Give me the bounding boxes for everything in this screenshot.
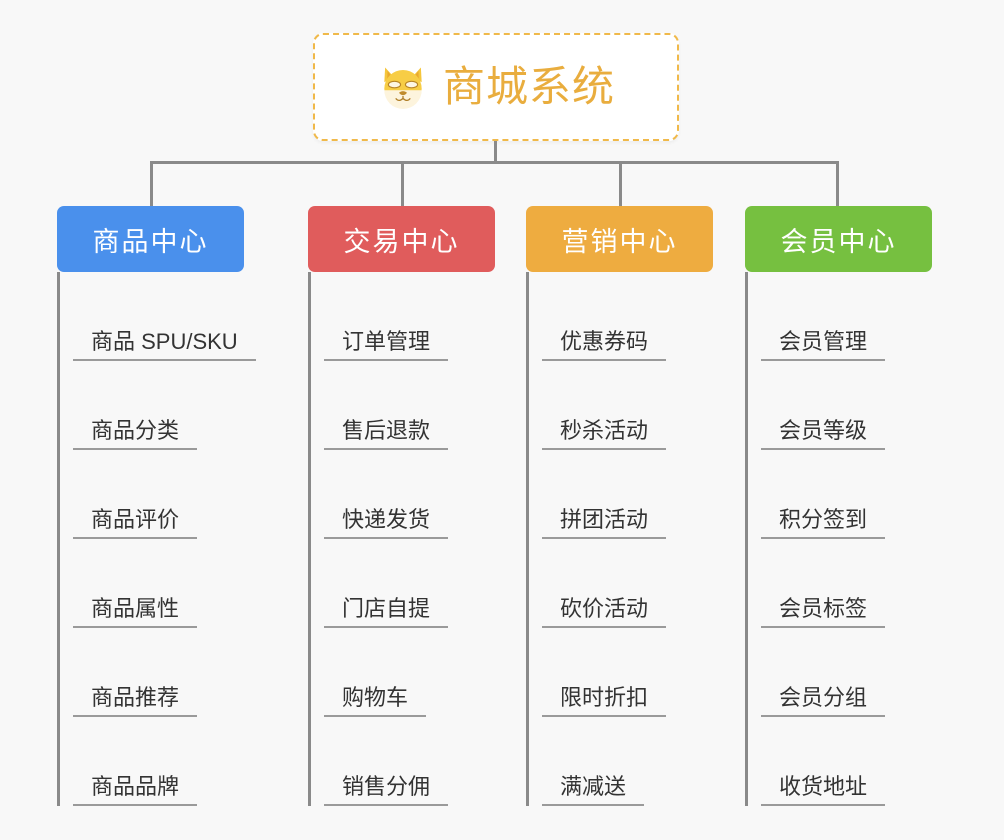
list-item-label: 会员管理 (761, 330, 886, 361)
list-item[interactable]: 门店自提 (324, 539, 495, 628)
branch-items-member-center: 会员管理 会员等级 积分签到 会员标签 会员分组 收货地址 (745, 272, 932, 806)
connector-drop-1 (150, 161, 153, 206)
list-item[interactable]: 会员分组 (761, 628, 932, 717)
list-item-label: 商品 SPU/SKU (73, 330, 256, 361)
list-item[interactable]: 订单管理 (324, 272, 495, 361)
list-item-label: 商品评价 (73, 508, 198, 539)
branch-header-product-center[interactable]: 商品中心 (57, 206, 244, 272)
list-item[interactable]: 商品评价 (73, 450, 244, 539)
list-item-label: 快递发货 (324, 508, 449, 539)
branch-column-member-center: 会员中心 会员管理 会员等级 积分签到 会员标签 会员分组 收货地址 (745, 206, 932, 806)
list-item[interactable]: 会员标签 (761, 539, 932, 628)
list-item-label: 商品品牌 (73, 775, 198, 806)
list-item-label: 订单管理 (324, 330, 449, 361)
list-item[interactable]: 商品 SPU/SKU (73, 272, 256, 361)
connector-bus (150, 161, 839, 164)
connector-drop-4 (836, 161, 839, 206)
list-item-label: 秒杀活动 (542, 419, 667, 450)
list-item-label: 销售分佣 (324, 775, 449, 806)
list-item[interactable]: 购物车 (324, 628, 495, 717)
list-item[interactable]: 优惠券码 (542, 272, 713, 361)
list-item-label: 收货地址 (761, 775, 886, 806)
list-item[interactable]: 会员管理 (761, 272, 932, 361)
branch-items-product-center: 商品 SPU/SKU 商品分类 商品评价 商品属性 商品推荐 商品品牌 (57, 272, 256, 806)
list-item[interactable]: 会员等级 (761, 361, 932, 450)
list-item-label: 会员标签 (761, 597, 886, 628)
list-item[interactable]: 商品属性 (73, 539, 244, 628)
branch-column-product-center: 商品中心 商品 SPU/SKU 商品分类 商品评价 商品属性 商品推荐 商品品牌 (57, 206, 256, 806)
list-item[interactable]: 商品分类 (73, 361, 244, 450)
connector-drop-3 (619, 161, 622, 206)
list-item-label: 售后退款 (324, 419, 449, 450)
branch-header-marketing-center[interactable]: 营销中心 (526, 206, 713, 272)
list-item-label: 购物车 (324, 686, 427, 717)
list-item-label: 积分签到 (761, 508, 886, 539)
list-item[interactable]: 快递发货 (324, 450, 495, 539)
branch-column-marketing-center: 营销中心 优惠券码 秒杀活动 拼团活动 砍价活动 限时折扣 满减送 (526, 206, 713, 806)
list-item[interactable]: 销售分佣 (324, 717, 495, 806)
list-item-label: 限时折扣 (542, 686, 667, 717)
connector-drop-2 (401, 161, 404, 206)
branch-header-trade-center[interactable]: 交易中心 (308, 206, 495, 272)
list-item[interactable]: 满减送 (542, 717, 713, 806)
list-item-label: 商品分类 (73, 419, 198, 450)
list-item-label: 拼团活动 (542, 508, 667, 539)
branch-items-marketing-center: 优惠券码 秒杀活动 拼团活动 砍价活动 限时折扣 满减送 (526, 272, 713, 806)
list-item[interactable]: 售后退款 (324, 361, 495, 450)
list-item[interactable]: 商品品牌 (73, 717, 244, 806)
root-node-title: 商城系统 (442, 63, 615, 110)
list-item[interactable]: 积分签到 (761, 450, 932, 539)
list-item-label: 会员分组 (761, 686, 886, 717)
branch-header-member-center[interactable]: 会员中心 (745, 206, 932, 272)
list-item-label: 商品属性 (73, 597, 198, 628)
list-item-label: 砍价活动 (542, 597, 667, 628)
list-item[interactable]: 砍价活动 (542, 539, 713, 628)
connector-stem (494, 141, 497, 163)
list-item-label: 商品推荐 (73, 686, 198, 717)
branch-column-trade-center: 交易中心 订单管理 售后退款 快递发货 门店自提 购物车 销售分佣 (308, 206, 495, 806)
list-item-label: 会员等级 (761, 419, 886, 450)
list-item-label: 满减送 (542, 775, 645, 806)
root-node-card[interactable]: 商城系统 (313, 33, 679, 141)
list-item[interactable]: 拼团活动 (542, 450, 713, 539)
list-item[interactable]: 限时折扣 (542, 628, 713, 717)
list-item-label: 门店自提 (324, 597, 449, 628)
list-item[interactable]: 秒杀活动 (542, 361, 713, 450)
list-item-label: 优惠券码 (542, 330, 667, 361)
branch-items-trade-center: 订单管理 售后退款 快递发货 门店自提 购物车 销售分佣 (308, 272, 495, 806)
list-item[interactable]: 商品推荐 (73, 628, 244, 717)
list-item[interactable]: 收货地址 (761, 717, 932, 806)
shiba-dog-face-icon (384, 67, 422, 109)
